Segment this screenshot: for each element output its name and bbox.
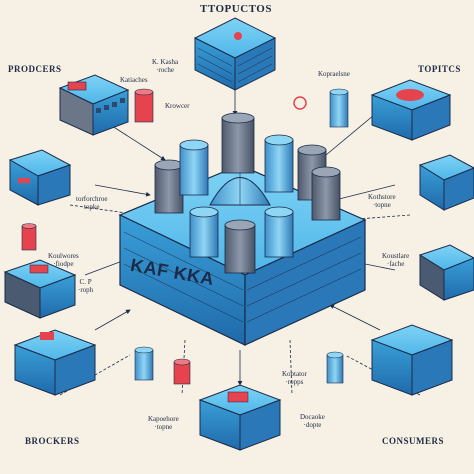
torforchroe-label: torforchroe topke	[76, 195, 108, 211]
topics-right-label: TOPITCS	[418, 64, 461, 74]
top-topics-server	[193, 17, 277, 91]
katiaches-label: Katiaches	[120, 76, 148, 84]
left-server-1	[8, 149, 72, 206]
kopraelsne-label: Kopraelsne	[318, 70, 350, 78]
kafka-central-platform	[118, 96, 367, 346]
left-server-3	[13, 329, 97, 396]
left-server-2	[3, 259, 77, 319]
c-p-label: C. P ·roph	[78, 278, 94, 294]
consumers-label: CONSUMERS	[382, 436, 445, 446]
right-server-3	[418, 244, 474, 301]
right-server-2	[418, 154, 474, 211]
producers-label: PRODCERS	[8, 64, 62, 74]
right-server-1	[370, 79, 452, 141]
brokers-label: BROCKERS	[25, 436, 80, 446]
koustlare-label: Koustlare ·fache	[382, 252, 410, 268]
kothstore-label: Kothstore ·topne	[368, 193, 396, 209]
k-kasha-label: K. Kasha ·roche	[152, 58, 179, 74]
krowcer-label: Krowcer	[165, 102, 190, 110]
koulwores-label: Koulwores ·fiodpe	[48, 252, 79, 268]
kopoehore-label: Kapoehore ·topne	[148, 415, 179, 431]
right-server-4	[370, 324, 454, 396]
producer-building	[58, 74, 130, 136]
bottom-server	[198, 384, 282, 451]
cylinders-small	[21, 88, 349, 385]
koptator-label: Koptator ·ropps	[282, 370, 307, 386]
docaoke-label: Docaoke ·dopte	[300, 413, 325, 429]
top-topics-label: TTOPUCTOS	[200, 3, 272, 15]
